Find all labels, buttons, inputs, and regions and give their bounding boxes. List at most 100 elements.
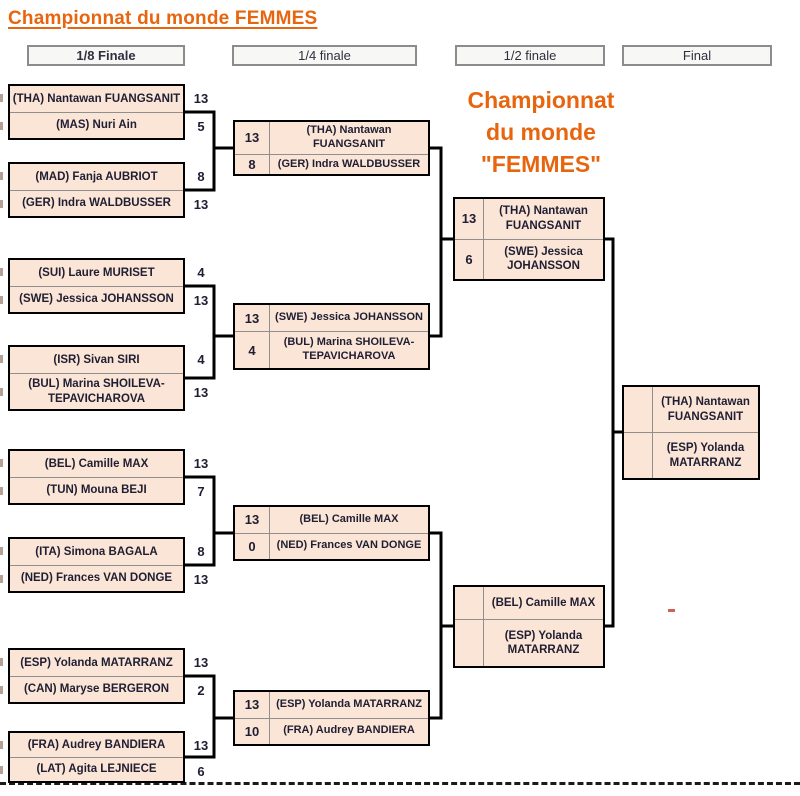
- seed-mark: [0, 575, 3, 583]
- player-row: (NED) Frances VAN DONGE: [10, 564, 183, 592]
- player-row: 10(FRA) Audrey BANDIERA: [235, 717, 428, 744]
- score-value: 13: [193, 654, 209, 670]
- player-name: (NED) Frances VAN DONGE: [20, 572, 173, 585]
- player-name: (ESP) Yolanda MATARRANZ: [20, 656, 173, 669]
- match-final: (THA) Nantawan FUANGSANIT (ESP) Yolanda …: [622, 385, 760, 480]
- player-name: (FRA) Audrey BANDIERA: [27, 738, 166, 751]
- seed-mark: [0, 459, 3, 467]
- match-r16-2: (MAD) Fanja AUBRIOT (GER) Indra WALDBUSS…: [8, 162, 185, 218]
- match-qf-4: 13(ESP) Yolanda MATARRANZ 10(FRA) Audrey…: [233, 690, 430, 746]
- player-name: (THA) Nantawan FUANGSANIT: [661, 396, 750, 423]
- score-value: 4: [235, 332, 270, 368]
- match-r16-1: (THA) Nantawan FUANGSANIT (MAS) Nuri Ain: [8, 84, 185, 140]
- player-row: 13(BEL) Camille MAX: [235, 507, 428, 533]
- seed-mark: [0, 200, 3, 208]
- player-row: 6(SWE) Jessica JOHANSSON: [455, 238, 603, 279]
- score-value: 7: [197, 483, 205, 499]
- player-name: (THA) Nantawan FUANGSANIT: [499, 205, 588, 232]
- player-row: (LAT) Agita LEJNIECE: [10, 756, 183, 782]
- player-name: (SUI) Laure MURISET: [38, 266, 155, 279]
- player-row: (ISR) Sivan SIRI: [10, 347, 183, 373]
- center-title-line1: Championnat: [467, 87, 615, 113]
- player-row: (THA) Nantawan FUANGSANIT: [10, 86, 183, 112]
- player-name: (ISR) Sivan SIRI: [53, 353, 140, 366]
- match-r16-6: (ITA) Simona BAGALA (NED) Frances VAN DO…: [8, 537, 185, 593]
- seed-mark: [0, 547, 3, 555]
- player-name: (BEL) Camille MAX: [491, 596, 596, 609]
- score-value: 13: [193, 196, 209, 212]
- score-value: 8: [197, 543, 205, 559]
- player-name: (SWE) Jessica JOHANSSON: [275, 311, 423, 324]
- score-value: [455, 619, 484, 666]
- score-value: 13: [193, 455, 209, 471]
- player-row: 13(ESP) Yolanda MATARRANZ: [235, 692, 428, 718]
- player-row: (BUL) Marina SHOILEVA-TEPAVICHAROVA: [10, 373, 183, 409]
- round-header-label: 1/2 finale: [503, 48, 557, 63]
- round-header-eighth-final: 1/8 Finale: [27, 45, 185, 66]
- score-value: 13: [235, 507, 270, 533]
- round-header-quarter-final: 1/4 finale: [232, 45, 417, 66]
- player-row: 13(SWE) Jessica JOHANSSON: [235, 305, 428, 331]
- player-name: (ESP) Yolanda MATARRANZ: [504, 629, 583, 656]
- player-row: (FRA) Audrey BANDIERA: [10, 733, 183, 757]
- score-value: [624, 387, 653, 432]
- score-value: 8: [197, 168, 205, 184]
- player-row: (SWE) Jessica JOHANSSON: [10, 285, 183, 313]
- match-r16-4: (ISR) Sivan SIRI (BUL) Marina SHOILEVA-T…: [8, 345, 185, 411]
- score-value: 10: [235, 718, 270, 744]
- match-r16-3: (SUI) Laure MURISET (SWE) Jessica JOHANS…: [8, 258, 185, 314]
- player-name: (THA) Nantawan FUANGSANIT: [306, 124, 392, 150]
- match-sf-1: 13 (THA) Nantawan FUANGSANIT 6(SWE) Jessi…: [453, 197, 605, 281]
- match-r16-7: (ESP) Yolanda MATARRANZ (CAN) Maryse BER…: [8, 648, 185, 704]
- player-name: (BUL) Marina SHOILEVA-TEPAVICHAROVA: [283, 336, 415, 362]
- player-row: (BEL) Camille MAX: [455, 587, 603, 619]
- round-header-label: Final: [682, 48, 712, 63]
- score-value: 6: [197, 763, 205, 779]
- player-name: (CAN) Maryse BERGERON: [23, 683, 170, 696]
- score-value: 4: [197, 264, 205, 280]
- player-row: (SUI) Laure MURISET: [10, 260, 183, 286]
- match-r16-8: (FRA) Audrey BANDIERA (LAT) Agita LEJNIE…: [8, 731, 185, 783]
- center-title: Championnat du monde "FEMMES": [441, 84, 641, 180]
- player-name: (BEL) Camille MAX: [44, 457, 149, 470]
- player-row: (MAD) Fanja AUBRIOT: [10, 164, 183, 190]
- player-row: (BEL) Camille MAX: [10, 451, 183, 477]
- red-mark: [668, 609, 675, 612]
- player-row: (THA) Nantawan FUANGSANIT: [624, 387, 758, 432]
- round-header-final: Final: [622, 45, 772, 66]
- match-qf-3: 13(BEL) Camille MAX 0(NED) Frances VAN D…: [233, 505, 430, 561]
- player-row: (ESP) Yolanda MATARRANZ: [455, 618, 603, 666]
- player-row: 4 (BUL) Marina SHOILEVA-TEPAVICHAROVA: [235, 331, 428, 368]
- seed-mark: [0, 172, 3, 180]
- score-value: 13: [455, 199, 484, 239]
- score-value: 5: [197, 118, 205, 134]
- player-row: 8(GER) Indra WALDBUSSER: [235, 153, 428, 174]
- player-name: (MAS) Nuri Ain: [56, 119, 137, 132]
- player-name: (NED) Frances VAN DONGE: [276, 539, 422, 552]
- player-row: (CAN) Maryse BERGERON: [10, 675, 183, 703]
- player-row: (TUN) Mouna BEJI: [10, 476, 183, 504]
- player-name: (GER) Indra WALDBUSSER: [22, 197, 171, 210]
- seed-mark: [0, 388, 3, 396]
- page-title: Championnat du monde FEMMES: [8, 8, 318, 29]
- match-r16-5: (BEL) Camille MAX (TUN) Mouna BEJI: [8, 449, 185, 505]
- player-name: (ITA) Simona BAGALA: [35, 545, 158, 558]
- player-row: (GER) Indra WALDBUSSER: [10, 189, 183, 217]
- player-row: 0(NED) Frances VAN DONGE: [235, 532, 428, 559]
- page-break-dashed-line: [0, 782, 800, 785]
- player-row: (ESP) Yolanda MATARRANZ: [10, 650, 183, 676]
- seed-mark: [0, 296, 3, 304]
- seed-mark: [0, 686, 3, 694]
- player-name: (SWE) Jessica JOHANSSON: [19, 293, 174, 306]
- seed-mark: [0, 658, 3, 666]
- score-value: 13: [235, 122, 270, 154]
- score-value: 13: [193, 292, 209, 308]
- match-qf-2: 13(SWE) Jessica JOHANSSON 4 (BUL) Marina …: [233, 303, 430, 370]
- player-name: (ESP) Yolanda MATARRANZ: [666, 442, 745, 469]
- center-title-line2: du monde: [486, 119, 596, 145]
- round-header-label: 1/4 finale: [298, 48, 351, 63]
- player-name: (MAD) Fanja AUBRIOT: [35, 170, 158, 183]
- seed-mark: [0, 122, 3, 130]
- score-value: [624, 433, 653, 478]
